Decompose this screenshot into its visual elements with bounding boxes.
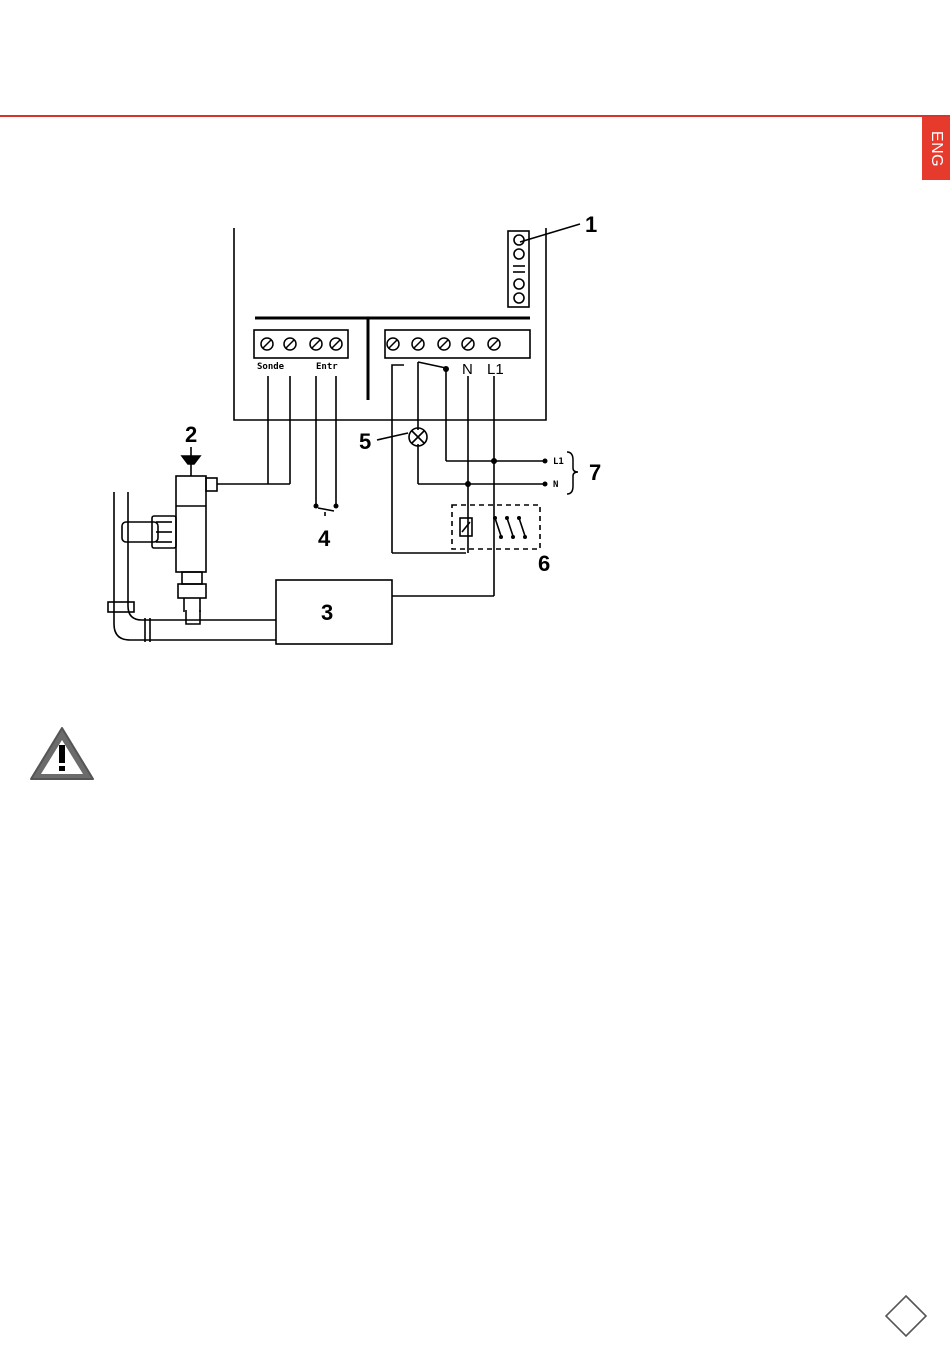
callout-2: 2 — [185, 422, 197, 447]
pump-box — [276, 580, 392, 644]
terminal-block-left — [254, 330, 348, 358]
supply-label-n: N — [553, 480, 558, 490]
label-entr: Entr — [316, 362, 338, 372]
enclosure-outline — [234, 228, 546, 420]
callout-5: 5 — [359, 429, 371, 454]
supply-label-l1: L1 — [553, 457, 564, 467]
junction-dots — [314, 366, 548, 539]
label-l1: L1 — [487, 361, 504, 378]
diamond-icon — [886, 1296, 926, 1336]
terminal-screws — [261, 338, 500, 350]
fuse-holder — [508, 231, 529, 307]
callout-6: 6 — [538, 551, 550, 576]
label-sonde: Sonde — [257, 362, 285, 372]
warning-triangle-icon — [31, 728, 93, 779]
callout-4: 4 — [318, 526, 331, 551]
label-n: N — [462, 361, 473, 378]
callout-7: 7 — [589, 460, 601, 485]
callout-3: 3 — [321, 600, 333, 625]
callout-1: 1 — [585, 212, 597, 237]
terminal-block-right — [385, 330, 530, 358]
